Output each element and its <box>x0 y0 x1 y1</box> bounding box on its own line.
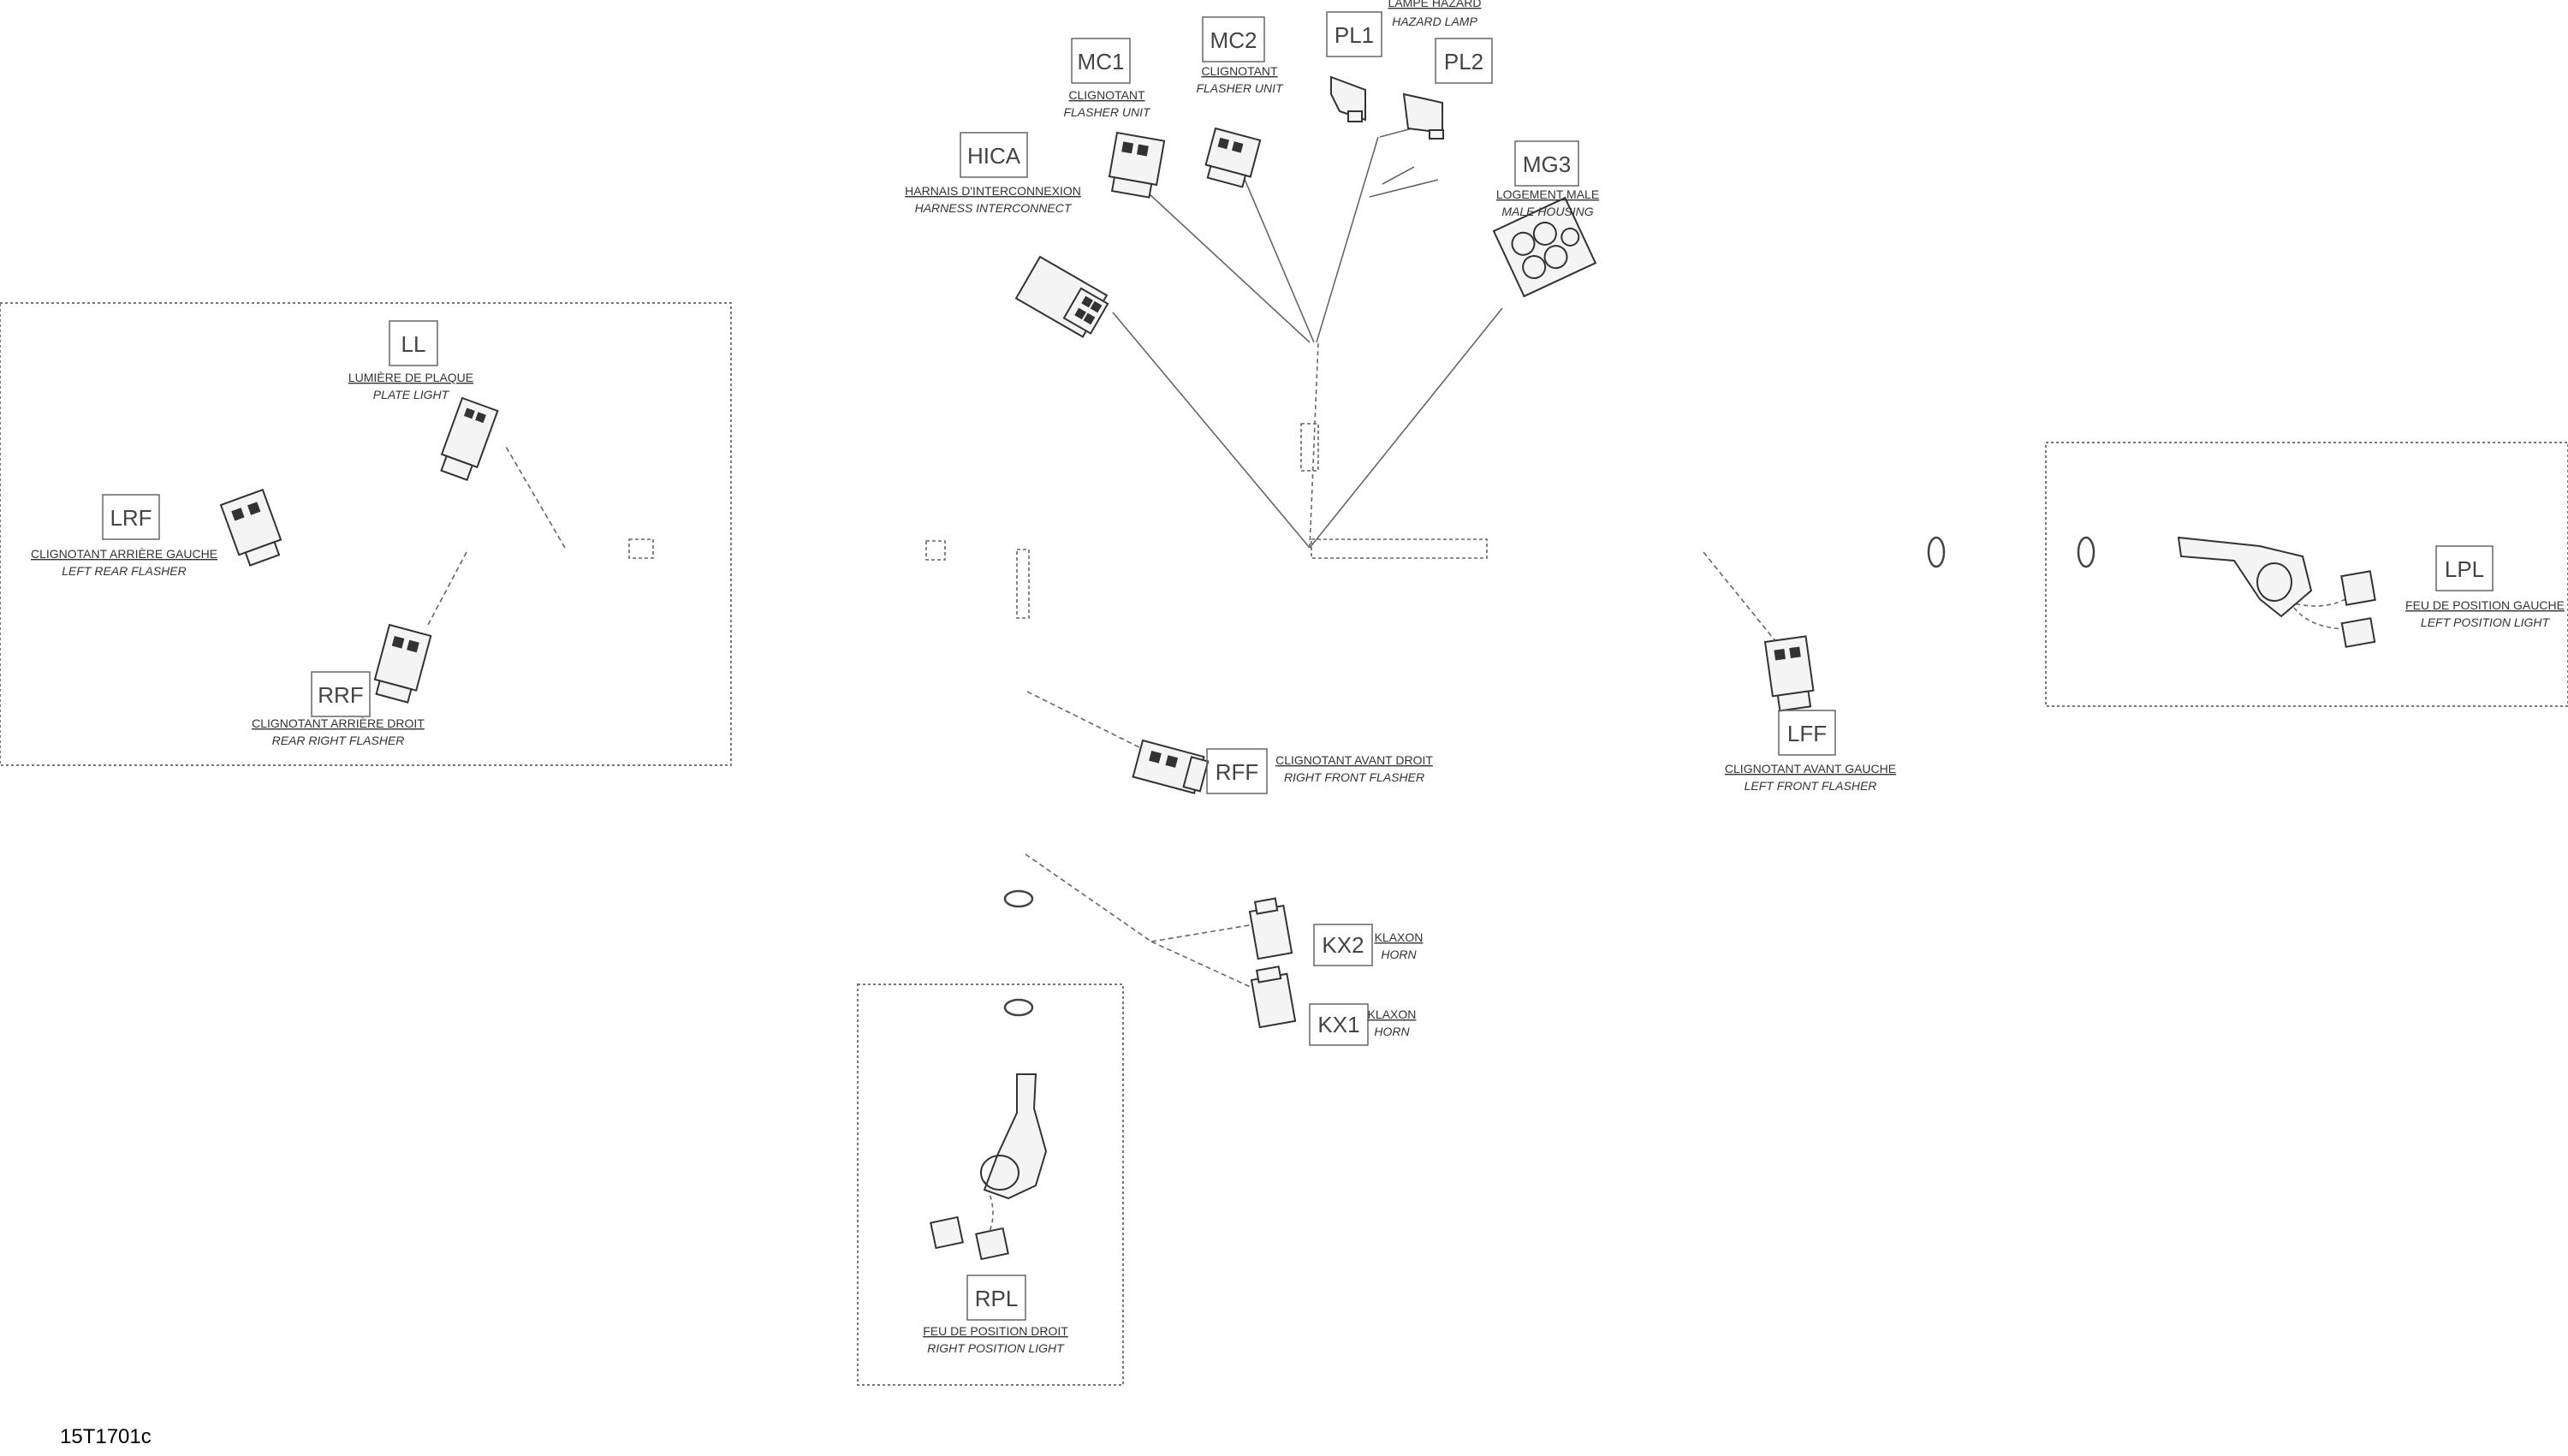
mc2-connector <box>1204 127 1262 188</box>
ll-label-en: PLATE LIGHT <box>373 388 450 401</box>
lrf-code: LRF <box>110 505 152 531</box>
o-ring <box>2077 536 2095 568</box>
lff-code: LFF <box>1787 721 1827 746</box>
figure-reference-code: 15T1701c <box>60 1425 152 1448</box>
o-ring <box>1927 536 1946 568</box>
rff-connector <box>1132 739 1210 794</box>
rpl-code: RPL <box>975 1286 1019 1311</box>
mc2-code-box <box>1202 16 1265 62</box>
rear-group-box <box>0 302 732 766</box>
lff-connector <box>1763 635 1815 712</box>
rff-label-fr: CLIGNOTANT AVANT DROIT <box>1275 753 1433 767</box>
rff-label-en: RIGHT FRONT FLASHER <box>1284 770 1424 784</box>
kx2-code: KX2 <box>1322 932 1364 958</box>
pl1-code-box <box>1326 11 1382 57</box>
kx2-terminal <box>1248 897 1293 960</box>
lpl-code: LPL <box>2445 556 2484 582</box>
lff-label-en: LEFT FRONT FLASHER <box>1745 779 1877 793</box>
mc1-label-en: FLASHER UNIT <box>1063 105 1151 119</box>
mc1-code-box <box>1071 38 1131 84</box>
lpl-label-en: LEFT POSITION LIGHT <box>2421 615 2551 629</box>
lrf-connector <box>219 488 282 567</box>
lpl-label-fr: FEU DE POSITION GAUCHE <box>2405 598 2565 612</box>
mg3-code: MG3 <box>1523 152 1571 177</box>
pl1-code: PL1 <box>1335 22 1374 48</box>
kx2-label-fr: KLAXON <box>1375 930 1424 944</box>
ll-code-box <box>389 320 438 366</box>
lrf-label-en: LEFT REAR FLASHER <box>62 564 186 578</box>
wires <box>427 128 2351 1242</box>
rff-code-box <box>1206 748 1268 794</box>
mc1-connector <box>1108 131 1166 199</box>
lff-label-fr: CLIGNOTANT AVANT GAUCHE <box>1725 762 1896 776</box>
pl1-terminal <box>1330 75 1366 122</box>
rpl-label-en: RIGHT POSITION LIGHT <box>927 1341 1065 1355</box>
ll-connector <box>440 396 499 481</box>
mc1-code: MC1 <box>1078 49 1125 74</box>
mg3-label-fr: LOGEMENT MALE <box>1496 187 1599 201</box>
lpl-lamp-socket <box>2177 536 2376 648</box>
mg3-code-box <box>1514 140 1579 187</box>
kx1-label-en: HORN <box>1374 1025 1410 1038</box>
connector-parts <box>219 75 2376 1261</box>
mc1-label-fr: CLIGNOTANT <box>1068 88 1145 102</box>
rrf-label-fr: CLIGNOTANT ARRIÈRE DROIT <box>252 716 425 730</box>
lrf-label-fr: CLIGNOTANT ARRIÈRE GAUCHE <box>31 547 217 561</box>
lpl-code-box <box>2435 545 2494 591</box>
kx2-code-box <box>1313 924 1373 966</box>
hica-label-en: HARNESS INTERCONNECT <box>915 201 1073 215</box>
lrf-code-box <box>102 494 160 540</box>
rrf-connector <box>373 623 432 704</box>
hica-connector <box>1014 255 1109 338</box>
mg3-male-housing <box>1492 196 1597 298</box>
left-position-group-box <box>2045 442 2568 707</box>
rpl-code-box <box>966 1275 1026 1321</box>
rrf-code-box <box>311 671 371 717</box>
kx1-code-box <box>1309 1003 1369 1046</box>
ll-label-fr: LUMIÈRE DE PLAQUE <box>348 371 473 384</box>
kx1-code: KX1 <box>1317 1012 1359 1037</box>
o-ring <box>1003 998 1034 1017</box>
kx1-terminal <box>1250 966 1297 1029</box>
hica-code: HICA <box>967 143 1021 169</box>
kx1-label-fr: KLAXON <box>1368 1007 1417 1021</box>
rrf-label-en: REAR RIGHT FLASHER <box>272 734 405 747</box>
lff-code-box <box>1778 710 1836 756</box>
pl2-code-box <box>1435 38 1493 84</box>
kx2-label-en: HORN <box>1381 948 1417 961</box>
hazard-lamp-label-fr: LAMPE HAZARD <box>1388 0 1482 9</box>
mc2-label-en: FLASHER UNIT <box>1196 81 1284 95</box>
mg3-label-en: MALE HOUSING <box>1501 205 1593 218</box>
pl2-code: PL2 <box>1444 49 1483 74</box>
right-position-group-box <box>857 984 1124 1386</box>
hazard-lamp-label-en: HAZARD LAMP <box>1392 15 1477 28</box>
hica-code-box <box>960 132 1028 178</box>
mc2-label-fr: CLIGNOTANT <box>1201 64 1278 78</box>
rpl-label-fr: FEU DE POSITION DROIT <box>923 1324 1068 1338</box>
pl2-terminal <box>1402 92 1444 140</box>
rrf-code: RRF <box>318 682 363 708</box>
rff-code: RFF <box>1216 759 1259 785</box>
ll-code: LL <box>401 331 426 357</box>
mc2-code: MC2 <box>1210 27 1257 53</box>
hica-label-fr: HARNAIS D'INTERCONNEXION <box>905 184 1081 198</box>
rpl-lamp-socket <box>930 1073 1048 1261</box>
o-ring <box>1003 889 1034 908</box>
